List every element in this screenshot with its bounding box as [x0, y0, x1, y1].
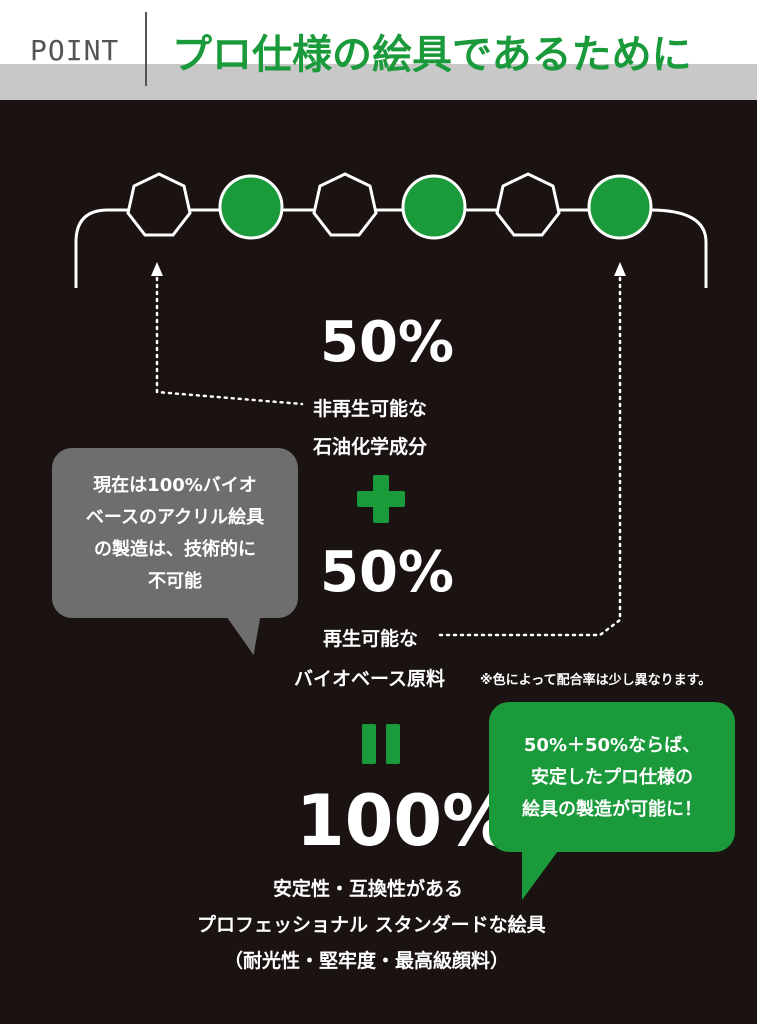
- heptagon-outline-icon: [312, 172, 378, 237]
- bubble-green-line3: 絵具の製造が可能に！: [522, 799, 702, 820]
- middle-label-line2: バイオベース原料: [294, 668, 446, 690]
- green-circle-icon: [587, 174, 653, 240]
- percent-middle: 50%: [320, 540, 455, 605]
- top-label-line2: 石油化学成分: [313, 436, 428, 458]
- equals-icon-bar: [386, 724, 400, 764]
- speech-bubble-green-tail: [522, 840, 566, 900]
- bubble-gray-line3: の製造は、技術的に: [94, 539, 256, 560]
- page-title: プロ仕様の絵具であるために: [172, 32, 692, 78]
- bubble-green-line2: 安定したプロ仕様の: [531, 767, 693, 788]
- molecule-diagram: [74, 172, 708, 637]
- equals-icon: [362, 724, 376, 764]
- point-label: POINT: [30, 34, 120, 67]
- arrow-up-icon: [614, 262, 626, 276]
- middle-label-line1: 再生可能な: [323, 628, 419, 650]
- bubble-green-line1: 50%＋50%ならば、: [523, 735, 701, 756]
- percent-top: 50%: [320, 310, 455, 375]
- bubble-gray-line1: 現在は100%バイオ: [93, 475, 257, 496]
- header-band: [0, 64, 757, 100]
- total-label-line2: プロフェッショナル スタンダードな絵具: [197, 914, 546, 936]
- heptagon-outline-icon: [495, 172, 561, 237]
- green-circle-icon: [218, 174, 284, 240]
- speech-bubble-gray-tail: [209, 605, 263, 655]
- total-label-line1: 安定性・互換性がある: [273, 878, 464, 900]
- plus-icon-vertical: [373, 475, 389, 523]
- bubble-gray-line4: 不可能: [148, 571, 202, 592]
- top-label-line1: 非再生可能な: [313, 398, 428, 420]
- speech-bubble-gray: [52, 448, 298, 618]
- color-ratio-note: ※色によって配合率は少し異なります。: [480, 673, 712, 688]
- bubble-gray-line2: ベースのアクリル絵具: [85, 507, 265, 528]
- speech-bubble-green: [489, 702, 735, 852]
- total-label-line3: （耐光性・堅牢度・最高級顔料）: [224, 950, 510, 972]
- header-divider: [145, 12, 147, 86]
- dotted-connector-right: [438, 276, 622, 637]
- green-circle-icon: [401, 174, 467, 240]
- percent-total: 100%: [296, 780, 513, 862]
- dotted-connector-left: [155, 276, 304, 406]
- arrow-up-icon: [151, 262, 163, 276]
- heptagon-outline-icon: [126, 172, 192, 237]
